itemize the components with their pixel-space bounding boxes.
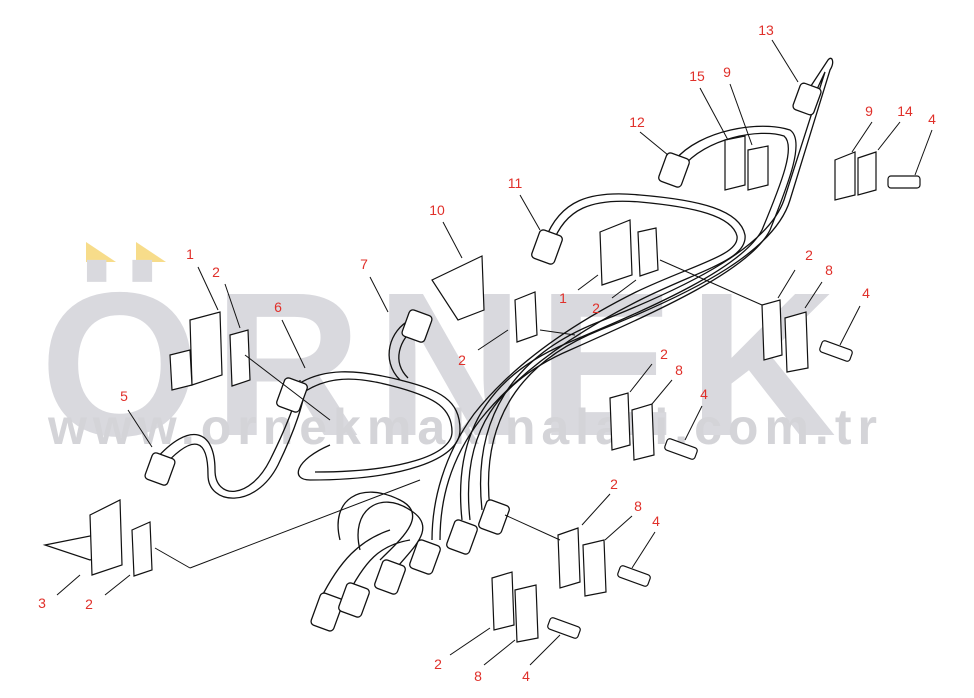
callout-14: 14 [897, 103, 913, 119]
leader-lines [56, 39, 933, 666]
callout-10: 10 [429, 202, 445, 218]
callout-4: 4 [862, 285, 870, 301]
callout-9: 9 [865, 103, 873, 119]
callout-2: 2 [660, 346, 668, 362]
watermark-url: www.ornekmakinalari.com.tr [48, 399, 883, 455]
callout-15: 15 [689, 68, 705, 84]
callout-9: 9 [723, 64, 731, 80]
callout-6: 6 [274, 299, 282, 315]
callout-8: 8 [675, 362, 683, 378]
callout-11: 11 [507, 175, 523, 191]
callout-8: 8 [825, 262, 833, 278]
callout-4: 4 [522, 668, 530, 684]
callout-5: 5 [120, 388, 128, 404]
watermark-logo-mark [136, 242, 166, 262]
callout-1: 1 [186, 246, 194, 262]
callout-8: 8 [474, 668, 482, 684]
callout-2: 2 [212, 264, 220, 280]
callout-4: 4 [928, 111, 936, 127]
callout-4: 4 [700, 386, 708, 402]
callout-3: 3 [38, 595, 46, 611]
bolts [547, 175, 921, 639]
union-nuts [144, 82, 822, 632]
watermark-logo-mark [86, 242, 116, 262]
callout-4: 4 [652, 513, 660, 529]
callout-2: 2 [85, 596, 93, 612]
callout-2: 2 [458, 352, 466, 368]
brackets-and-clamps [42, 135, 877, 643]
callout-12: 12 [629, 114, 645, 130]
callout-8: 8 [634, 498, 642, 514]
callout-2: 2 [805, 247, 813, 263]
callout-2: 2 [592, 300, 600, 316]
callout-1: 1 [559, 290, 567, 306]
callout-13: 13 [758, 22, 774, 38]
callout-7: 7 [360, 256, 368, 272]
callout-2: 2 [610, 476, 618, 492]
callout-2: 2 [434, 656, 442, 672]
